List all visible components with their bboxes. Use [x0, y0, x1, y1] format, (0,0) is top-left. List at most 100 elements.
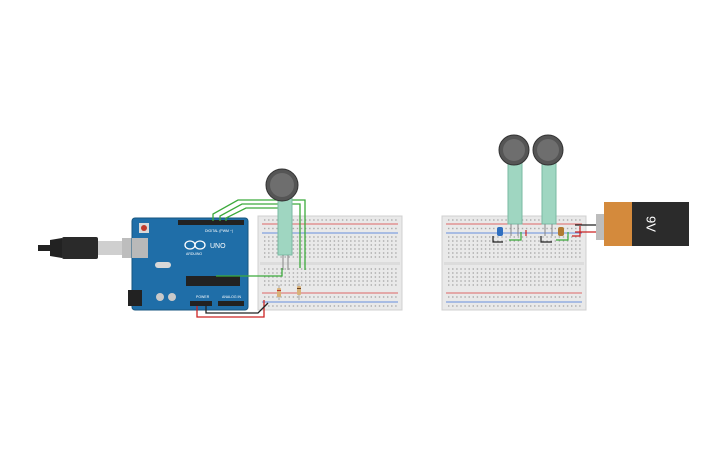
breadboard-hole[interactable] [321, 244, 323, 246]
breadboard-hole[interactable] [292, 227, 295, 230]
breadboard-hole[interactable] [530, 244, 532, 246]
breadboard-hole[interactable] [296, 280, 299, 282]
breadboard-hole[interactable] [530, 268, 532, 270]
breadboard-hole[interactable] [530, 252, 532, 254]
breadboard-hole[interactable] [579, 252, 581, 254]
breadboard-hole[interactable] [513, 256, 515, 258]
breadboard-hole[interactable] [448, 240, 450, 242]
breadboard-hole[interactable] [452, 280, 454, 282]
breadboard-hole[interactable] [448, 272, 450, 274]
breadboard-hole[interactable] [452, 244, 454, 246]
breadboard-right[interactable] [441, 215, 587, 311]
breadboard-hole[interactable] [509, 248, 511, 250]
breadboard-hole[interactable] [538, 248, 540, 250]
breadboard-hole[interactable] [341, 240, 344, 242]
breadboard-hole[interactable] [317, 219, 319, 221]
breadboard-hole[interactable] [333, 256, 336, 258]
breadboard-hole[interactable] [509, 296, 511, 298]
breadboard-hole[interactable] [480, 296, 483, 298]
breadboard-hole[interactable] [329, 284, 331, 286]
breadboard-hole[interactable] [370, 268, 372, 270]
breadboard-hole[interactable] [476, 272, 479, 274]
breadboard-hole[interactable] [562, 244, 565, 246]
breadboard-hole[interactable] [329, 219, 331, 221]
breadboard-hole[interactable] [300, 272, 303, 274]
wire-black[interactable] [540, 236, 552, 243]
breadboard-hole[interactable] [268, 284, 270, 286]
breadboard-hole[interactable] [333, 305, 336, 307]
breadboard-hole[interactable] [382, 272, 385, 274]
breadboard-hole[interactable] [456, 248, 458, 250]
breadboard-hole[interactable] [341, 248, 344, 250]
breadboard-hole[interactable] [448, 244, 450, 246]
breadboard-hole[interactable] [382, 240, 385, 242]
breadboard-hole[interactable] [480, 236, 483, 238]
breadboard-hole[interactable] [554, 244, 556, 246]
breadboard-hole[interactable] [296, 248, 299, 250]
breadboard-hole[interactable] [468, 244, 470, 246]
breadboard-hole[interactable] [284, 296, 286, 298]
breadboard-hole[interactable] [337, 240, 340, 242]
breadboard-hole[interactable] [329, 248, 331, 250]
breadboard-hole[interactable] [391, 272, 393, 274]
breadboard-hole[interactable] [521, 252, 524, 254]
breadboard-hole[interactable] [484, 305, 487, 307]
breadboard-hole[interactable] [464, 276, 466, 278]
breadboard-hole[interactable] [366, 272, 368, 274]
breadboard-hole[interactable] [579, 256, 581, 258]
breadboard-hole[interactable] [505, 240, 507, 242]
breadboard-hole[interactable] [370, 305, 372, 307]
breadboard-hole[interactable] [387, 284, 389, 286]
breadboard-hole[interactable] [391, 244, 393, 246]
breadboard-hole[interactable] [276, 219, 278, 221]
breadboard-hole[interactable] [538, 268, 540, 270]
breadboard-hole[interactable] [350, 219, 352, 221]
breadboard-hole[interactable] [571, 240, 573, 242]
breadboard-hole[interactable] [484, 240, 487, 242]
breadboard-hole[interactable] [513, 284, 515, 286]
breadboard-hole[interactable] [358, 280, 360, 282]
breadboard-hole[interactable] [395, 256, 397, 258]
breadboard-hole[interactable] [268, 276, 270, 278]
breadboard-hole[interactable] [542, 240, 544, 242]
breadboard-hole[interactable] [296, 256, 299, 258]
breadboard-hole[interactable] [374, 280, 377, 282]
breadboard-hole[interactable] [501, 268, 503, 270]
breadboard-hole[interactable] [542, 256, 544, 258]
breadboard-hole[interactable] [558, 284, 561, 286]
breadboard-hole[interactable] [484, 296, 487, 298]
breadboard-hole[interactable] [346, 268, 348, 270]
breadboard-hole[interactable] [501, 240, 503, 242]
breadboard-hole[interactable] [534, 276, 536, 278]
breadboard-hole[interactable] [509, 236, 511, 238]
breadboard-hole[interactable] [296, 244, 299, 246]
breadboard-hole[interactable] [272, 252, 274, 254]
breadboard-hole[interactable] [558, 276, 561, 278]
breadboard-hole[interactable] [521, 256, 524, 258]
breadboard-hole[interactable] [460, 248, 462, 250]
breadboard-hole[interactable] [456, 252, 458, 254]
breadboard-hole[interactable] [337, 280, 340, 282]
breadboard-hole[interactable] [276, 236, 278, 238]
breadboard-hole[interactable] [309, 280, 311, 282]
breadboard-hole[interactable] [505, 248, 507, 250]
breadboard-hole[interactable] [517, 252, 520, 254]
breadboard-hole[interactable] [329, 268, 331, 270]
breadboard-hole[interactable] [538, 252, 540, 254]
breadboard-hole[interactable] [313, 227, 315, 230]
breadboard-hole[interactable] [325, 219, 327, 221]
breadboard-hole[interactable] [530, 272, 532, 274]
breadboard-hole[interactable] [562, 305, 565, 307]
breadboard-hole[interactable] [505, 280, 507, 282]
breadboard-hole[interactable] [333, 244, 336, 246]
breadboard-hole[interactable] [288, 284, 290, 286]
wire-green-3[interactable] [225, 207, 290, 221]
breadboard-hole[interactable] [534, 227, 536, 230]
breadboard-hole[interactable] [300, 276, 303, 278]
breadboard-hole[interactable] [325, 256, 327, 258]
wire-red[interactable] [572, 226, 581, 237]
breadboard-hole[interactable] [264, 244, 266, 246]
breadboard-hole[interactable] [317, 240, 319, 242]
breadboard-hole[interactable] [562, 284, 565, 286]
breadboard-hole[interactable] [305, 219, 307, 221]
